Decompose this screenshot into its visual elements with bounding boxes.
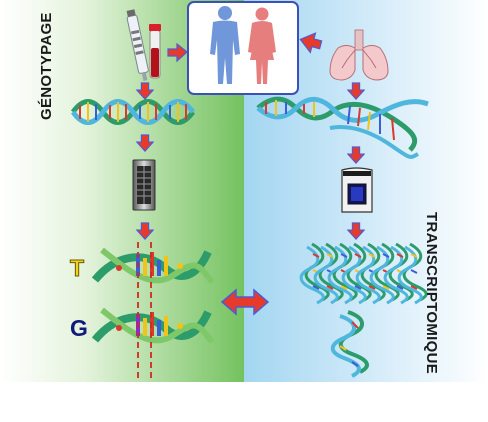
- rna-strand-b: [299, 245, 325, 305]
- rna-strand-a: [374, 242, 400, 302]
- rna-base-pair: [340, 253, 348, 258]
- single-rna-strand-icon: [330, 310, 369, 378]
- sequencer-icon: [341, 167, 373, 213]
- rna-strand-a: [304, 242, 330, 302]
- rna-strand-b: [369, 245, 395, 305]
- rna-base-pair: [382, 253, 390, 258]
- allele-g-label: G: [70, 315, 88, 341]
- rna-base-pair: [368, 253, 376, 258]
- rna-strand-a: [318, 242, 344, 302]
- rna-base-pair: [312, 285, 320, 290]
- rna-base-pair: [382, 285, 390, 290]
- snp-position-lines: [137, 242, 152, 382]
- male-silhouette-icon: [210, 6, 240, 84]
- rna-strand-b: [327, 245, 353, 305]
- blood-tubes-icon: [126, 9, 161, 81]
- rna-base-pair: [312, 253, 320, 258]
- female-silhouette-icon: [248, 7, 276, 84]
- rna-base-pair: [326, 285, 334, 290]
- rna-strand-b: [397, 245, 423, 305]
- rna-base-pair: [326, 253, 334, 258]
- genotyping-label: GÉNOTYPAGE: [38, 12, 55, 120]
- arrow-to-blood-sample: [167, 42, 188, 63]
- allele-t-label: T: [69, 255, 85, 282]
- rna-strand-a: [360, 242, 386, 302]
- rna-strand-a: [332, 242, 358, 302]
- rna-strand-a: [402, 242, 428, 302]
- snp-helix-g-icon: [91, 307, 215, 344]
- association-double-arrow: [220, 288, 270, 316]
- genotyping-chip-icon: [132, 159, 156, 211]
- patients-box: [187, 1, 299, 95]
- rna-base-pair: [396, 253, 404, 258]
- rna-base-pair: [368, 285, 376, 290]
- rna-base-pair: [354, 285, 362, 290]
- transcriptomics-label: TRANSCRIPTOMIQUE: [423, 212, 440, 375]
- arrow-to-lungs: [299, 32, 323, 54]
- rna-strand-b: [355, 245, 381, 305]
- rna-transcripts-icon: [299, 242, 428, 305]
- rna-strand-b: [383, 245, 409, 305]
- dna-transcription-icon: [256, 96, 429, 159]
- lungs-icon: [329, 29, 389, 81]
- snp-helix-t-icon: [91, 247, 215, 284]
- rna-base-pair: [410, 269, 418, 274]
- rna-base-pair: [410, 285, 418, 290]
- dna-double-helix-icon: [70, 99, 196, 125]
- rna-strand-b: [341, 245, 367, 305]
- rna-strand-a: [346, 242, 372, 302]
- rna-base-pair: [354, 253, 362, 258]
- rna-strand-b: [313, 245, 339, 305]
- rna-base-pair: [410, 253, 418, 258]
- rna-base-pair: [396, 285, 404, 290]
- rna-strand-a: [388, 242, 414, 302]
- rna-base-pair: [340, 285, 348, 290]
